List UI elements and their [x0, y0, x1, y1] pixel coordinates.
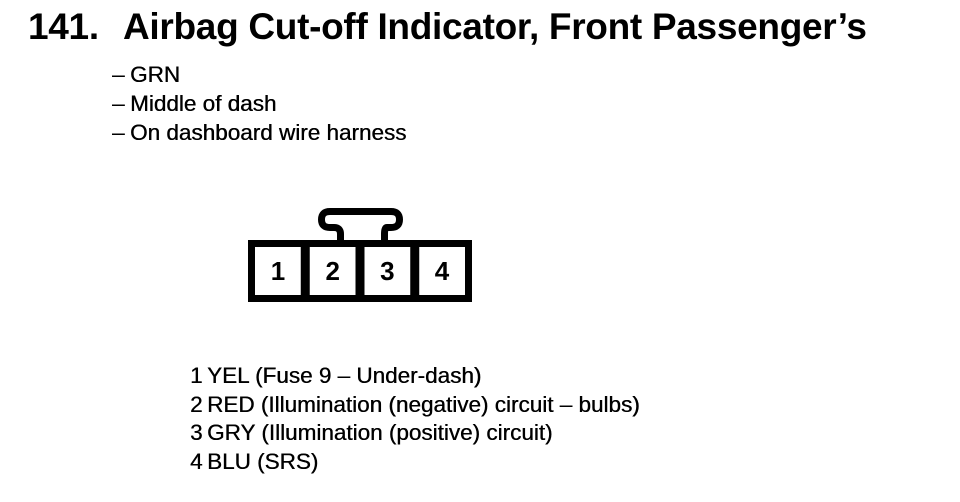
detail-text: Middle of dash	[130, 91, 277, 116]
dash-bullet: –	[112, 62, 125, 87]
pin-cavity-2	[309, 247, 356, 295]
dash-bullet: –	[112, 91, 125, 116]
pin-cavity-4	[419, 247, 465, 295]
pin-description: BLU (SRS)	[207, 448, 319, 474]
pin-legend-row: 4 BLU (SRS)	[190, 448, 640, 477]
pin-number: 3	[190, 420, 203, 445]
detail-text: GRN	[130, 62, 180, 87]
item-number: 141.	[28, 6, 99, 47]
pin-cavity-1	[255, 247, 301, 295]
connector-latch-tab	[318, 208, 403, 247]
pin-legend-row: 3 GRY (Illumination (positive) circuit)	[190, 419, 640, 448]
pin-cavity-3	[364, 247, 411, 295]
pin-number: 1	[190, 363, 203, 388]
pin-description: YEL (Fuse 9 – Under-dash)	[207, 363, 482, 388]
pin-cavity-number-4: 4	[435, 256, 450, 286]
item-title-text: Airbag Cut-off Indicator, Front Passenge…	[123, 6, 867, 47]
pin-number: 4	[190, 448, 203, 474]
pin-legend-row: 2 RED (Illumination (negative) circuit –…	[190, 391, 640, 420]
detail-item: – Middle of dash	[112, 89, 406, 118]
detail-list: – GRN – Middle of dash – On dashboard wi…	[112, 60, 406, 147]
pin-cavity-number-2: 2	[325, 256, 339, 286]
pin-cavity-number-1: 1	[271, 256, 285, 286]
page-title: 141. Airbag Cut-off Indicator, Front Pas…	[28, 5, 867, 49]
dash-bullet: –	[112, 120, 125, 145]
pin-legend: 1 YEL (Fuse 9 – Under-dash) 2 RED (Illum…	[190, 362, 640, 476]
pin-number: 2	[190, 391, 203, 417]
pin-description: RED (Illumination (negative) circuit – b…	[207, 391, 640, 417]
pin-cavity-number-3: 3	[380, 256, 394, 286]
pin-legend-row: 1 YEL (Fuse 9 – Under-dash)	[190, 362, 640, 391]
detail-text: On dashboard wire harness	[130, 120, 407, 145]
detail-item: – GRN	[112, 60, 406, 89]
detail-item: – On dashboard wire harness	[112, 118, 406, 147]
pin-description: GRY (Illumination (positive) circuit)	[207, 420, 553, 445]
